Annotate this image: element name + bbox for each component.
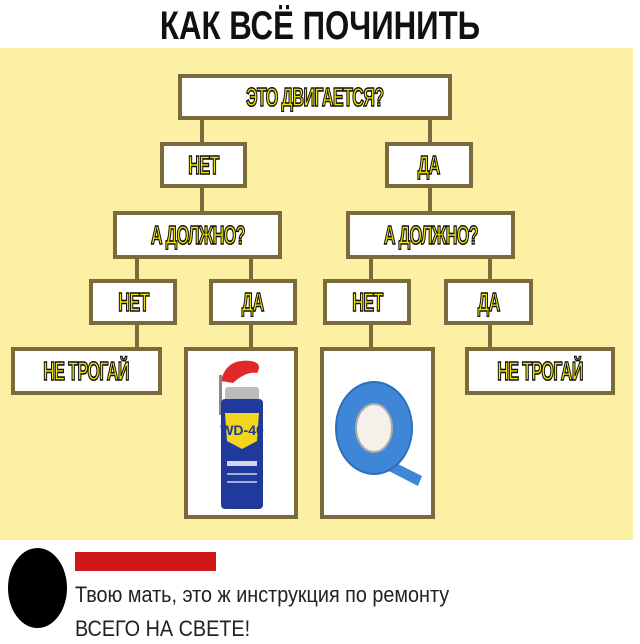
answer-no: НЕТ — [117, 286, 149, 318]
question-moving-box: ЭТО ДВИГАЕТСЯ? — [178, 74, 452, 120]
answer-no: НЕТ — [351, 286, 383, 318]
answer-box: ДА — [444, 279, 533, 325]
answer-no-box: НЕТ — [160, 142, 247, 188]
result-tape-box — [320, 347, 435, 519]
page-title: КАК ВСЁ ПОЧИНИТЬ — [159, 4, 481, 48]
wd40-label: WD-40 — [220, 422, 264, 438]
redacted-username — [75, 552, 216, 571]
answer-no: НЕТ — [188, 149, 220, 181]
question-should-box-left: А ДОЛЖНО? — [113, 211, 282, 259]
answer-yes: ДА — [418, 149, 442, 181]
comment-text: Твою мать, это ж инструкция по ремонту В… — [75, 578, 449, 644]
dont-touch: НЕ ТРОГАЙ — [497, 355, 584, 387]
answer-yes-box: ДА — [385, 142, 473, 188]
answer-yes: ДА — [242, 286, 266, 318]
question-should-box-right: А ДОЛЖНО? — [346, 211, 515, 259]
question-moving: ЭТО ДВИГАЕТСЯ? — [246, 81, 385, 113]
answer-box: ДА — [209, 279, 297, 325]
question-should: А ДОЛЖНО? — [383, 219, 479, 251]
dont-touch: НЕ ТРОГАЙ — [43, 355, 130, 387]
result-dont-touch-right: НЕ ТРОГАЙ — [465, 347, 615, 395]
question-should: А ДОЛЖНО? — [150, 219, 246, 251]
comment-line-2: ВСЕГО НА СВЕТЕ! — [75, 616, 251, 641]
answer-box: НЕТ — [323, 279, 411, 325]
answer-box: НЕТ — [89, 279, 177, 325]
tape-roll-icon — [334, 381, 422, 486]
comment-line-1: Твою мать, это ж инструкция по ремонту — [75, 582, 450, 607]
answer-yes: ДА — [477, 286, 501, 318]
result-wd40-box: WD-40 — [184, 347, 298, 519]
result-dont-touch-left: НЕ ТРОГАЙ — [11, 347, 162, 395]
avatar — [8, 548, 67, 628]
wd40-can-icon: WD-40 — [219, 360, 264, 509]
